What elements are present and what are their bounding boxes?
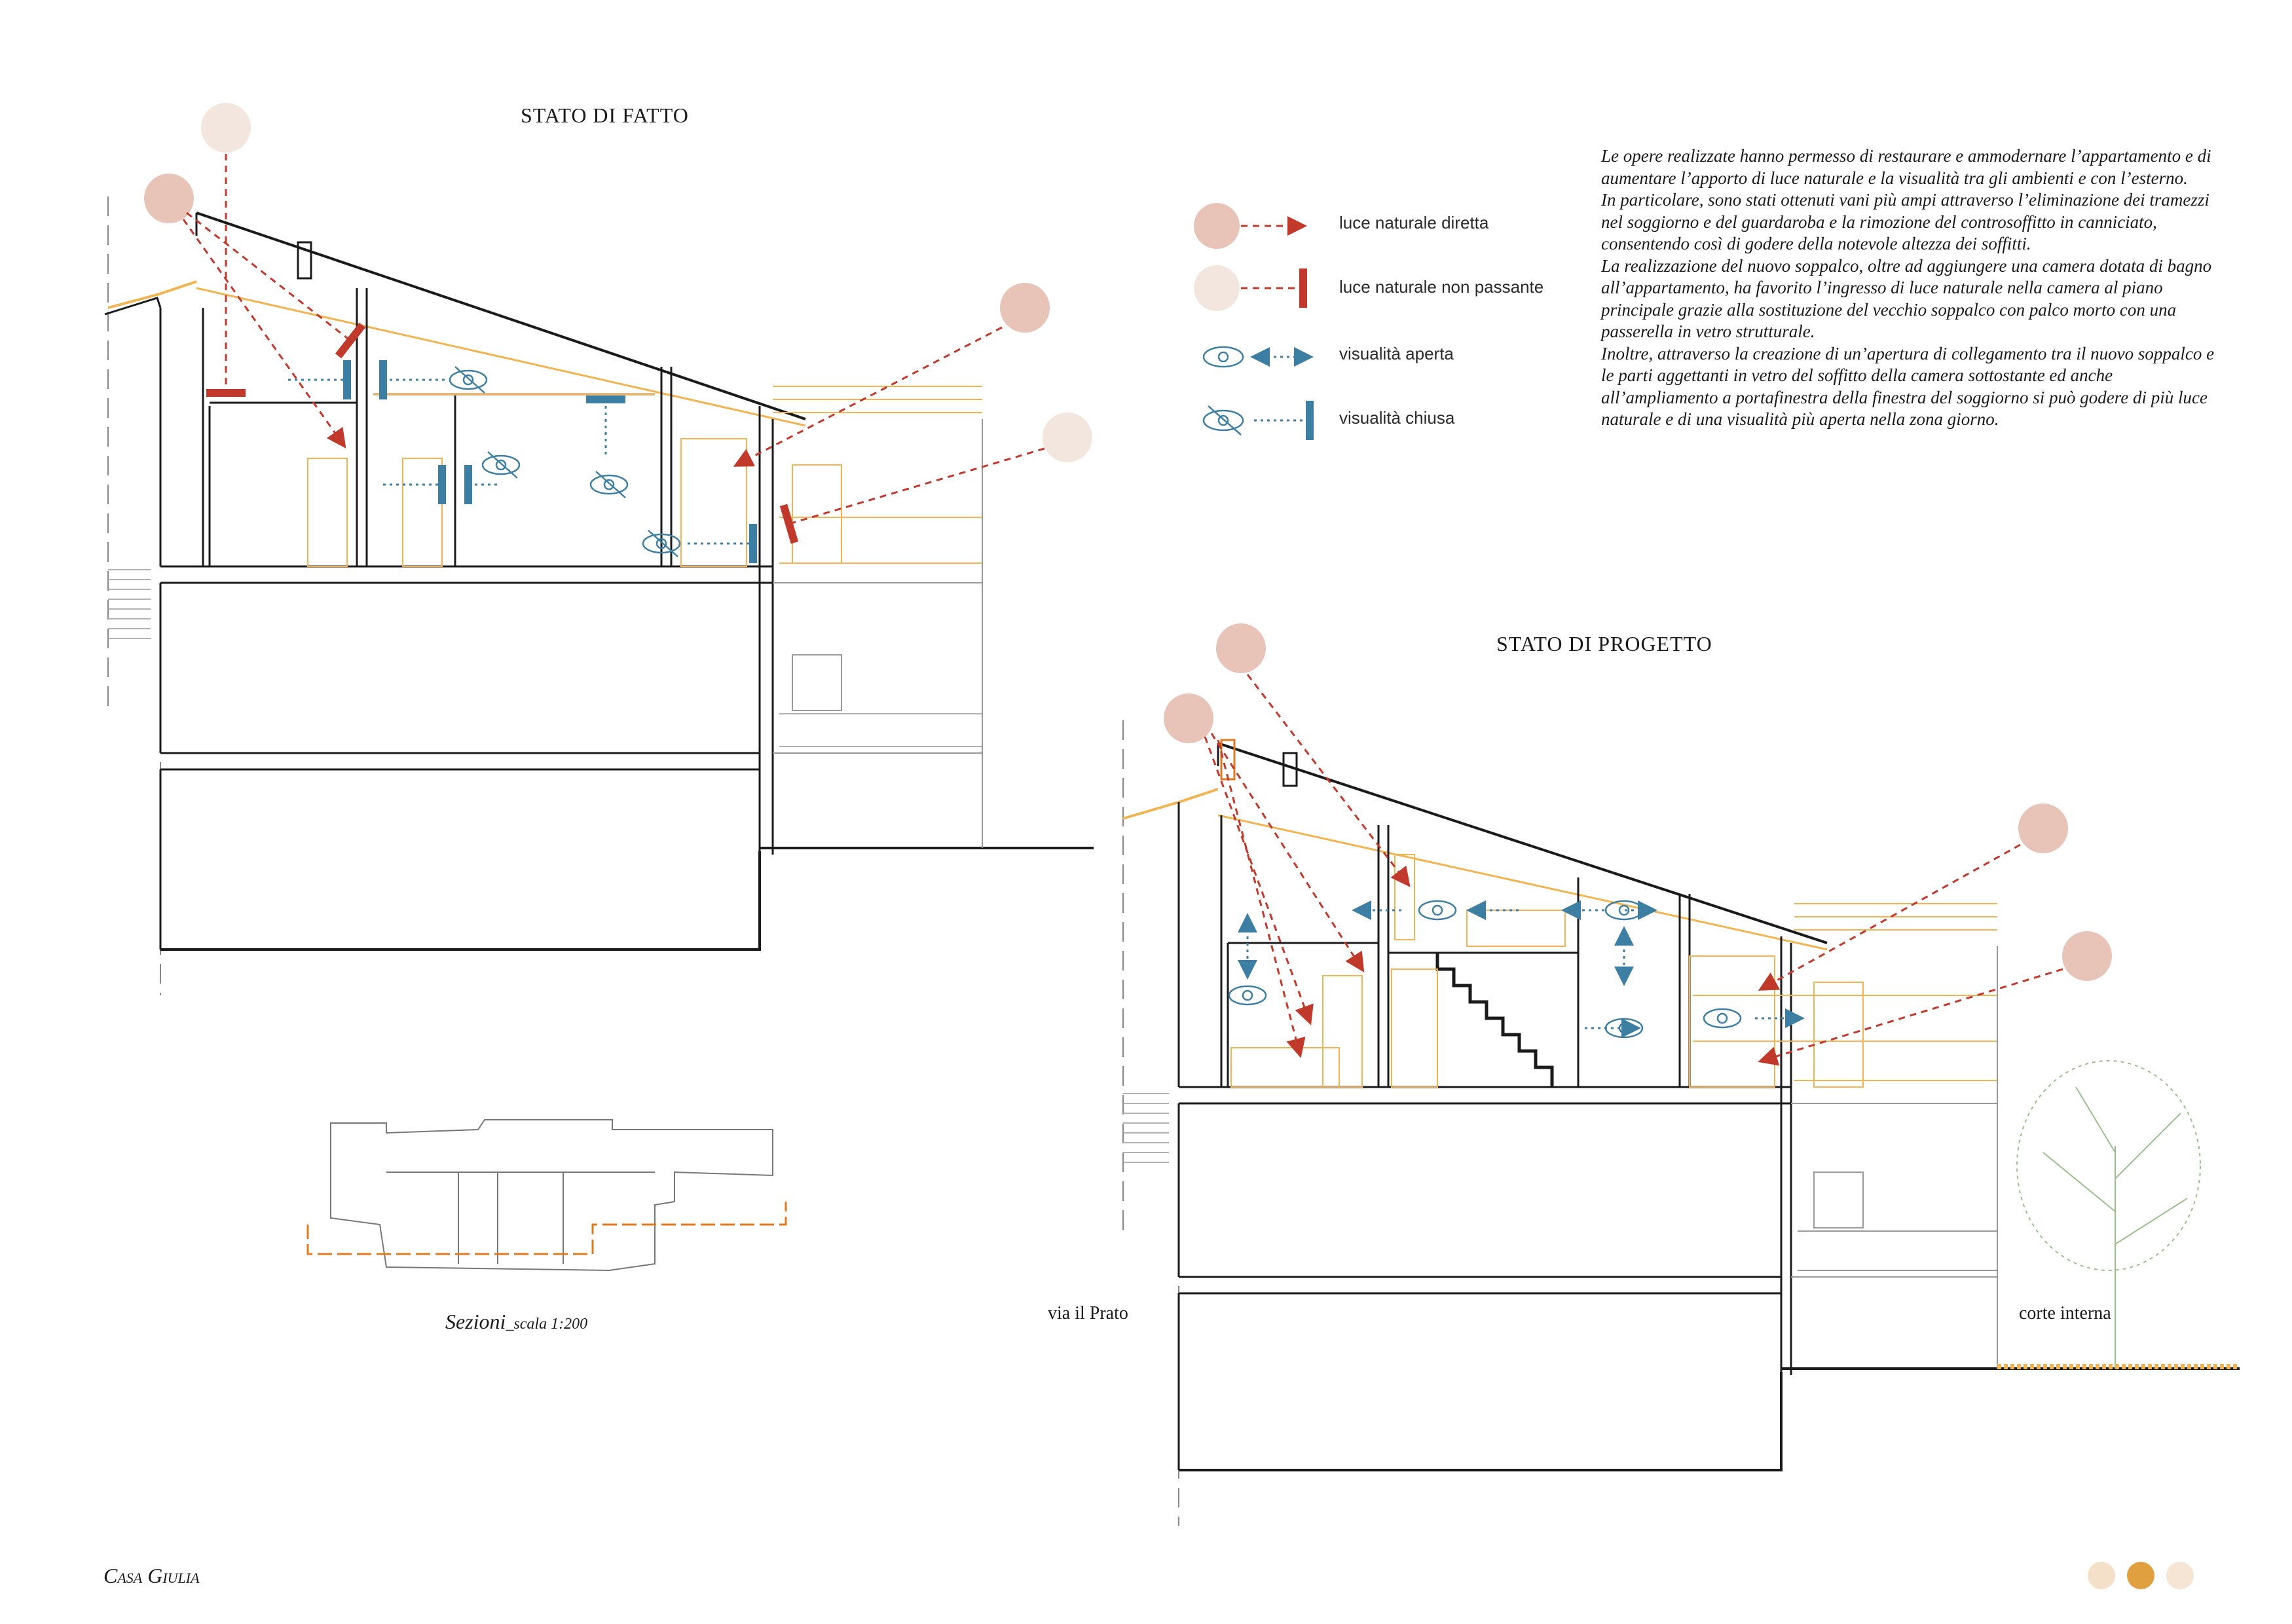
sections-caption: Sezioni_scala 1:200: [445, 1310, 587, 1334]
key-plan: [330, 1119, 773, 1272]
eye-closed-icon: [449, 366, 681, 557]
description-paragraph: In particolare, sono stati ottenuti vani…: [1601, 190, 2209, 253]
sun-direct-icon: [144, 174, 194, 223]
view-arrows-project: [1238, 900, 1805, 1038]
light-arrows-project: [1204, 674, 2063, 1066]
sun-blocked-icon: [201, 103, 251, 153]
title-existing: STATO DI FATTO: [521, 103, 689, 127]
sun-direct-icon: [2062, 931, 2112, 981]
eye-open-icon: [1202, 346, 1244, 368]
title-project: STATO DI PROGETTO: [1496, 632, 1712, 655]
page-indicator-dot[interactable]: [2088, 1562, 2115, 1589]
caption-scale: _scala 1:200: [506, 1316, 588, 1333]
eye-open-icon: [1228, 900, 1742, 1039]
project-section: [1122, 720, 2240, 1526]
legend: [1194, 203, 1314, 440]
legend-label-open-view: visualità aperta: [1339, 344, 1454, 363]
sun-direct-icon: [1164, 693, 1213, 743]
caption-main: Sezioni: [445, 1310, 506, 1333]
description-paragraph: Inoltre, attraverso la creazione di un’a…: [1601, 343, 2215, 430]
description-paragraph: Le opere realizzate hanno permesso di re…: [1601, 146, 2211, 188]
street-label-left: via il Prato: [1048, 1303, 1128, 1323]
street-label-right: corte interna: [2019, 1303, 2111, 1323]
sun-blocked-icon: [1043, 413, 1092, 462]
sun-direct-icon: [1216, 623, 1266, 673]
legend-label-direct-light: luce naturale diretta: [1339, 213, 1489, 232]
sun-blocked-icon: [1194, 265, 1240, 311]
sun-direct-icon: [2018, 803, 2068, 853]
page-indicator-dot[interactable]: [2166, 1562, 2194, 1589]
description-text: Le opere realizzate hanno permesso di re…: [1601, 145, 2217, 431]
view-arrows-existing: [288, 360, 757, 563]
tree-icon: [2016, 1060, 2201, 1369]
section-cut-line: [306, 1202, 787, 1255]
sun-direct-icon: [1000, 283, 1050, 333]
sun-direct-icon: [1194, 203, 1240, 249]
project-name: Casa Giulia: [103, 1564, 200, 1587]
light-arrows-existing: [182, 154, 1045, 544]
existing-section: [104, 196, 1094, 995]
legend-label-closed-view: visualità chiusa: [1339, 408, 1455, 428]
legend-label-blocked-light: luce naturale non passante: [1339, 277, 1544, 297]
eye-closed-icon: [1202, 405, 1244, 435]
page-indicator-dot-active[interactable]: [2127, 1562, 2154, 1589]
description-paragraph: La realizzazione del nuovo soppalco, olt…: [1601, 255, 2212, 342]
